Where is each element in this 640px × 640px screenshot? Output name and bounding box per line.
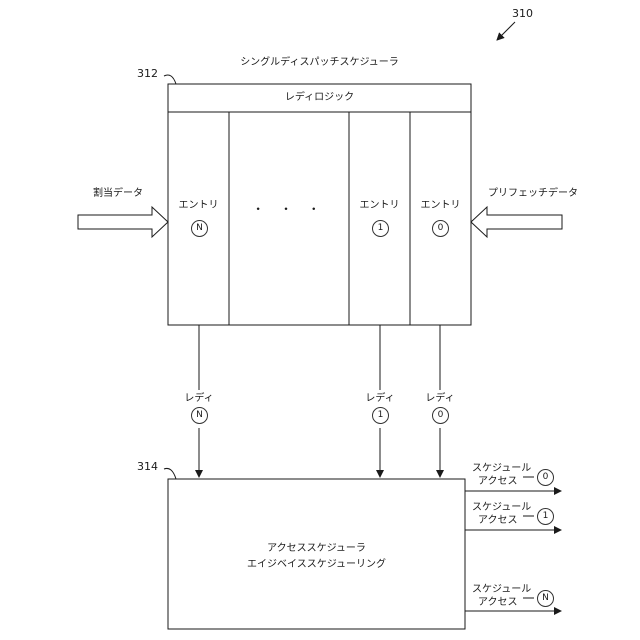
ready-logic-label: レディロジック	[168, 92, 471, 104]
output-label-n-line1: スケジュール	[472, 584, 531, 596]
output-index-0: 0	[537, 469, 554, 486]
ref-310: 310	[512, 8, 533, 20]
ref-312: 312	[137, 68, 158, 80]
ready-label-1: レディ	[360, 393, 400, 405]
output-label-1-line1: スケジュール	[472, 502, 531, 514]
prefetch-data-label: プリフェッチデータ	[488, 188, 578, 200]
entry-ellipsis: ・ ・ ・	[229, 203, 349, 215]
entry-index-n: N	[191, 220, 208, 237]
prefetch-data-arrow	[471, 207, 562, 237]
ready-index-1: 1	[372, 407, 389, 424]
ready-index-n: N	[191, 407, 208, 424]
output-index-n: N	[537, 590, 554, 607]
output-label-0-line1: スケジュール	[472, 463, 531, 475]
output-index-1: 1	[537, 508, 554, 525]
entry-label-n: エントリ	[168, 200, 229, 212]
ready-label-n: レディ	[179, 393, 219, 405]
entry-index-0: 0	[432, 220, 449, 237]
dispatcher-title: シングルディスパッチスケジューラ	[168, 57, 471, 69]
allocation-data-label: 割当データ	[93, 188, 143, 200]
entry-label-1: エントリ	[349, 200, 410, 212]
access-scheduler-title: アクセススケジューラ	[168, 543, 465, 555]
ready-index-0: 0	[432, 407, 449, 424]
allocation-data-arrow	[78, 207, 168, 237]
ref-314-leader	[164, 468, 176, 479]
entry-index-1: 1	[372, 220, 389, 237]
ready-label-0: レディ	[420, 393, 460, 405]
age-based-scheduling-label: エイジベイススケジューリング	[168, 559, 465, 571]
output-label-1-line2: アクセス	[478, 515, 518, 527]
output-label-n-line2: アクセス	[478, 597, 518, 609]
entry-label-0: エントリ	[410, 200, 471, 212]
output-label-0-line2: アクセス	[478, 476, 518, 488]
ref-312-leader	[164, 75, 176, 84]
ref-310-arrow	[497, 22, 515, 40]
ref-314: 314	[137, 461, 158, 473]
